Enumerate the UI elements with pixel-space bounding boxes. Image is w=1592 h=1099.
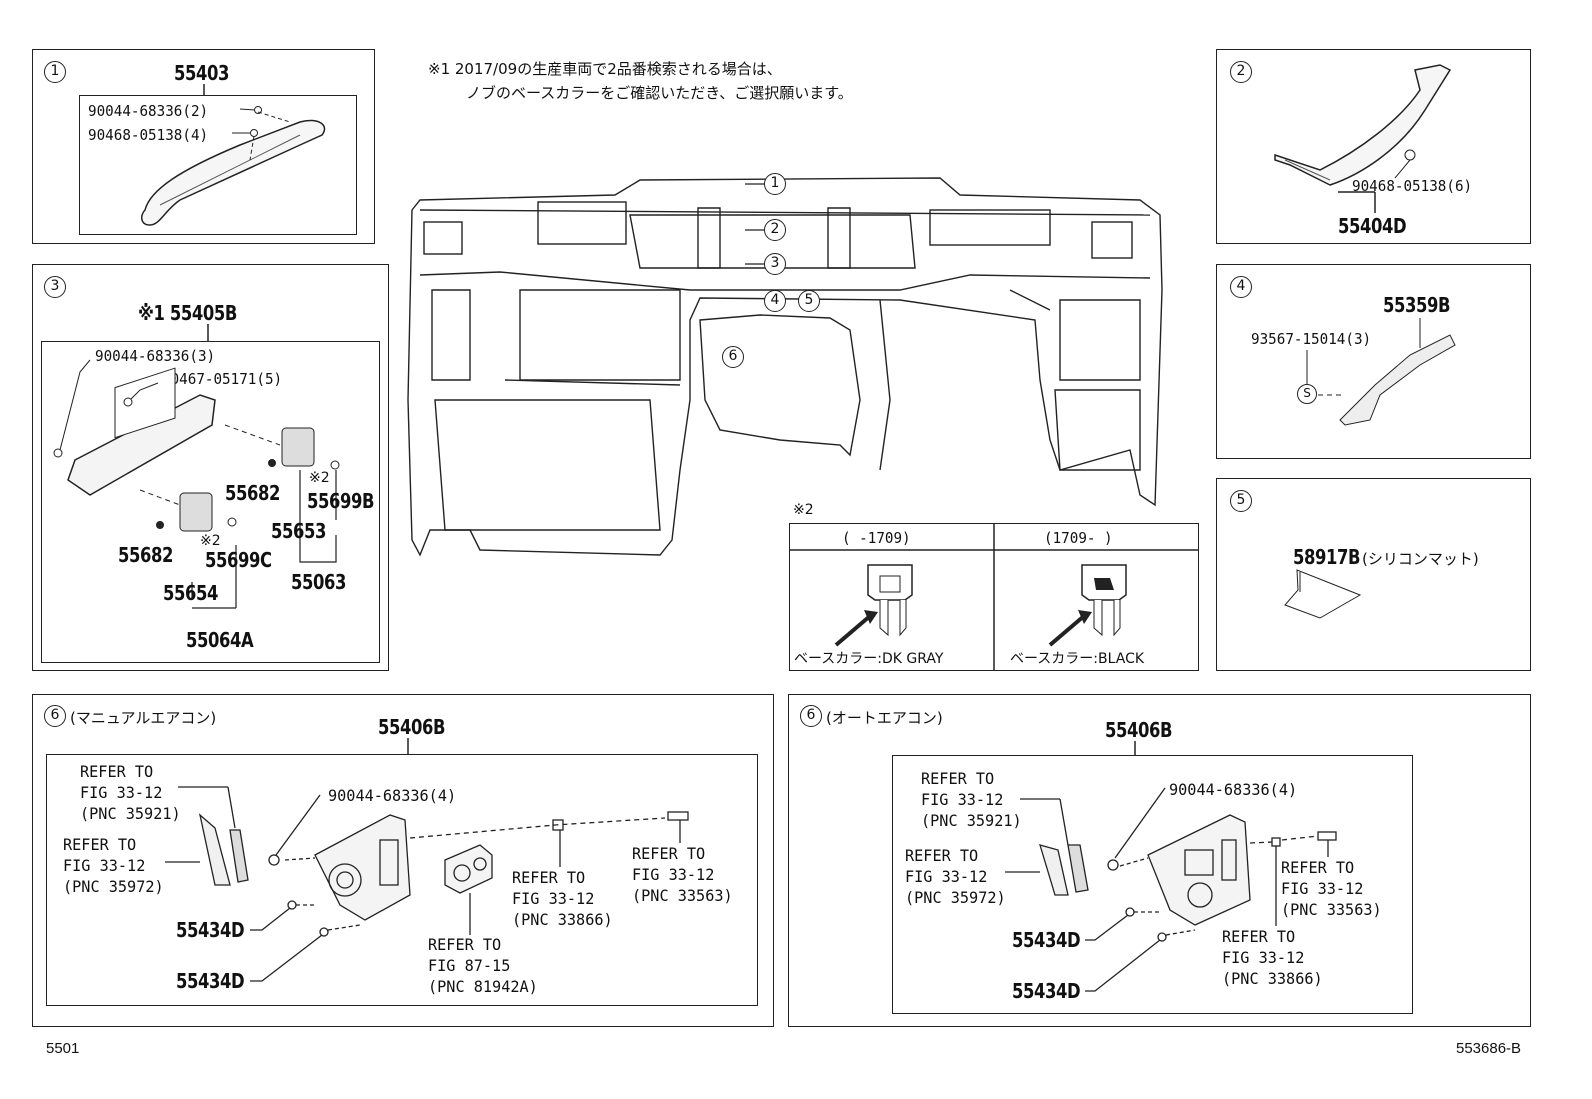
panel-4 <box>1216 264 1531 459</box>
panel-5-part-number: 58917B <box>1293 545 1361 569</box>
panel-1-title-leader <box>203 84 205 96</box>
panel-6-auto-ref-c: REFER TO FIG 33-12 (PNC 33866) <box>1222 927 1323 988</box>
knob-col1-label: ベースカラー:DK GRAY <box>794 651 944 667</box>
panel-6-auto-title-leader <box>1134 741 1136 755</box>
panel-3-part-55654: 55654 <box>163 581 219 605</box>
footer-right-code: 553686-B <box>1456 1040 1522 1057</box>
panel-3-fastener-2: 90467-05171(5) <box>162 370 283 388</box>
panel-6-auto-fastener: 90044-68336(4) <box>1169 780 1298 799</box>
panel-1-inner <box>79 95 357 235</box>
panel-6-manual-part-55434d-2: 55434D <box>176 969 245 993</box>
panel-6-auto-part-55434d-1: 55434D <box>1012 928 1081 952</box>
panel-1-title: 55403 <box>174 61 230 85</box>
panel-6-auto-ref-a: REFER TO FIG 33-12 (PNC 35921) <box>921 769 1022 830</box>
panel-4-part-number: 55359B <box>1383 293 1451 317</box>
panel-6-manual-title-leader <box>407 738 409 754</box>
knob-black-drawing <box>1048 564 1127 647</box>
panel-3 <box>32 264 389 671</box>
panel-3-part-55064a: 55064A <box>186 628 254 652</box>
main-callout-leaders <box>745 183 764 265</box>
panel-3-note-2-b: ※2 <box>200 533 221 549</box>
panel-6-manual-inner <box>46 754 758 1006</box>
panel-1-trim-drawing <box>140 106 326 226</box>
main-callout-3: 3 <box>764 253 786 275</box>
panel-3-vent-drawing <box>53 359 340 609</box>
panel-5-number: 5 <box>1230 490 1252 512</box>
panel-3-title: ※1 55405B <box>138 301 237 325</box>
dashboard-assembly-drawing <box>407 177 1163 557</box>
panel-6-auto-panel-drawing <box>1005 787 1337 992</box>
panel-3-part-55699c: 55699C <box>205 548 272 572</box>
main-callout-4: 4 <box>764 290 786 312</box>
panel-3-part-55682-a: 55682 <box>225 481 281 505</box>
panel-3-part-55699b: 55699B <box>307 489 375 513</box>
panel-6-manual-ref-d: REFER TO FIG 33-12 (PNC 33563) <box>632 844 733 905</box>
panel-3-part-55653: 55653 <box>271 519 327 543</box>
panel-3-part-55682-b: 55682 <box>118 543 174 567</box>
panel-4-bracket-drawing <box>1306 318 1456 426</box>
note-line-1: ※1 2017/09の生産車両で2品番検索される場合は、 <box>428 60 782 78</box>
panel-6-manual-title: 55406B <box>378 715 446 739</box>
panel-1-number: 1 <box>44 61 66 83</box>
knob-table-grid <box>789 523 1199 671</box>
panel-5-mat-drawing <box>1284 569 1362 619</box>
panel-6-manual-part-55434d-1: 55434D <box>176 918 245 942</box>
panel-4-number: 4 <box>1230 276 1252 298</box>
knob-note-mark: ※2 <box>793 502 814 518</box>
panel-2 <box>1216 49 1531 244</box>
panel-2-fastener: 90468-05138(6) <box>1352 177 1473 195</box>
panel-3-number: 3 <box>44 276 66 298</box>
footer-left-code: 5501 <box>46 1040 80 1057</box>
panel-1 <box>32 49 375 244</box>
note-line-2: ノブのベースカラーをご確認いただき、ご選択願います。 <box>466 84 853 102</box>
panel-6-manual <box>32 694 774 1027</box>
main-callout-2: 2 <box>764 219 786 241</box>
panel-4-fastener: 93567-15014(3) <box>1251 330 1372 348</box>
panel-1-fastener-2: 90468-05138(4) <box>88 126 209 144</box>
panel-5 <box>1216 478 1531 671</box>
panel-2-part-number: 55404D <box>1338 214 1407 238</box>
panel-6-auto-ref-b: REFER TO FIG 33-12 (PNC 35972) <box>905 846 1006 907</box>
panel-6-manual-ref-b: REFER TO FIG 33-12 (PNC 35972) <box>63 835 164 896</box>
knob-dk-gray-drawing <box>834 564 913 647</box>
panel-6-manual-number: 6 <box>44 705 66 727</box>
panel-3-title-leader <box>207 324 209 341</box>
panel-2-trim-drawing <box>1274 64 1452 213</box>
panel-2-number: 2 <box>1230 61 1252 83</box>
panel-6-manual-ref-a: REFER TO FIG 33-12 (PNC 35921) <box>80 762 181 823</box>
panel-3-inner <box>41 341 380 663</box>
panel-6-auto-ref-d: REFER TO FIG 33-12 (PNC 33563) <box>1281 858 1382 919</box>
panel-4-s-mark: S <box>1297 384 1317 404</box>
panel-6-auto-part-55434d-2: 55434D <box>1012 979 1081 1003</box>
panel-6-auto <box>788 694 1531 1027</box>
panel-6-manual-ref-c: REFER TO FIG 33-12 (PNC 33866) <box>512 868 613 929</box>
knob-col2-header: (1709- ) <box>1044 529 1113 547</box>
panel-6-auto-label: (オートエアコン) <box>826 709 943 727</box>
panel-1-fastener-1: 90044-68336(2) <box>88 102 209 120</box>
panel-6-auto-title: 55406B <box>1105 718 1173 742</box>
knob-col1-header: ( -1709) <box>842 529 911 547</box>
main-callout-5: 5 <box>798 290 820 312</box>
panel-3-part-55063: 55063 <box>291 570 347 594</box>
panel-6-auto-number: 6 <box>800 705 822 727</box>
panel-3-note-2-a: ※2 <box>309 470 330 486</box>
panel-6-manual-label: (マニュアルエアコン) <box>70 709 217 727</box>
main-callout-1: 1 <box>764 173 786 195</box>
panel-6-manual-panel-drawing <box>165 786 689 982</box>
main-callout-6: 6 <box>722 346 744 368</box>
panel-6-manual-ref-e: REFER TO FIG 87-15 (PNC 81942A) <box>428 935 538 996</box>
panel-6-auto-inner <box>892 755 1413 1014</box>
panel-5-part-note: (シリコンマット) <box>1362 550 1479 568</box>
knob-col2-label: ベースカラー:BLACK <box>1010 651 1145 667</box>
panel-3-fastener-1: 90044-68336(3) <box>95 347 216 365</box>
panel-6-manual-fastener: 90044-68336(4) <box>328 786 457 805</box>
